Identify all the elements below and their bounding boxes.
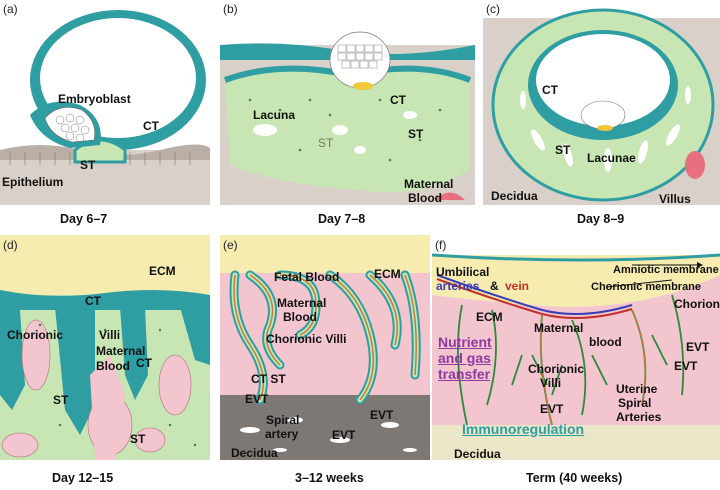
villi-label: Villi [540, 376, 562, 390]
maternal-label: Maternal [96, 344, 146, 358]
panel-a: (a) Embryoblast CT ST Epithelium Day 6–7 [0, 0, 210, 235]
spiral-label: Spiral [266, 413, 300, 427]
villi-label: Villi [99, 328, 121, 342]
nutrient-label-2: and gas [438, 350, 491, 366]
chorionic-label: Chorionic [528, 362, 584, 376]
panel-e-caption: 3–12 weeks [295, 471, 364, 485]
evt-label-3: EVT [332, 428, 356, 442]
st-label-2: ST [408, 127, 424, 141]
evt-label-1: EVT [686, 340, 710, 354]
panel-e-tag: (e) [223, 238, 238, 252]
artery-label: artery [265, 427, 299, 441]
vein-label: vein [505, 279, 530, 293]
panel-a-illustration [0, 10, 210, 205]
blood-label: Blood [408, 191, 442, 205]
panel-f-caption: Term (40 weeks) [526, 471, 623, 485]
ecm-label: ECM [476, 310, 503, 324]
embryoblast-label: Embryoblast [58, 92, 131, 106]
blood-label: Blood [283, 310, 317, 324]
maternal-label: Maternal [534, 321, 584, 335]
st-label-1: ST [53, 393, 69, 407]
chorionic-label: Chorionic [7, 328, 63, 342]
maternal-label: Maternal [404, 177, 454, 191]
maternal-label: Maternal [277, 296, 327, 310]
panel-c-tag: (c) [486, 2, 500, 16]
villus-label: Villus [659, 192, 691, 206]
panel-b-illustration [220, 0, 475, 205]
st-label-1: ST [318, 136, 334, 150]
ct-label-1: CT [85, 294, 101, 308]
blood-label: blood [589, 335, 622, 349]
panel-b-caption: Day 7–8 [318, 212, 366, 226]
ecm-label: ECM [149, 264, 176, 278]
panel-a-caption: Day 6–7 [60, 212, 108, 226]
chorion-label: Chorion [674, 297, 720, 311]
ampersand-label: & [490, 279, 499, 293]
panel-e: (e) Fetal Blood ECM Maternal Blood Chori… [220, 235, 430, 490]
evt-label-1: EVT [245, 392, 269, 406]
uterine-label: Uterine [616, 382, 658, 396]
arteries-label: arteries [436, 279, 480, 293]
chorionic-villi-label: Chorionic Villi [266, 332, 347, 346]
decidua-label: Decidua [491, 189, 538, 203]
lacuna-label: Lacuna [253, 108, 296, 122]
panel-b-tag: (b) [223, 2, 238, 16]
evt-label-3: EVT [540, 402, 564, 416]
nutrient-label-3: transfer [438, 366, 491, 382]
decidua-label: Decidua [454, 447, 501, 461]
epithelium-label: Epithelium [2, 175, 64, 189]
umbilical-label: Umbilical [436, 265, 490, 279]
ct-label: CT [542, 83, 558, 97]
nutrient-label-1: Nutrient [438, 334, 492, 350]
immunoregulation-label: Immunoregulation [462, 421, 585, 437]
panel-f: (f) Umbilical arteries & vein Amniotic m… [432, 235, 720, 490]
panel-c: (c) CT ST Lacunae Decidua Villus Day 8–9 [483, 0, 720, 235]
ct-label-2: CT [136, 356, 152, 370]
panel-d-tag: (d) [3, 238, 18, 252]
panel-b: (b) Lacuna CT ST ST Maternal Blood Day 7… [220, 0, 475, 235]
st-label: ST [80, 158, 96, 172]
lacunae-label: Lacunae [587, 151, 636, 165]
evt-label-2: EVT [674, 359, 698, 373]
st-label-2: ST [130, 432, 146, 446]
arteries-label-2: Arteries [616, 410, 662, 424]
ct-st-label: CT ST [251, 372, 286, 386]
st-label: ST [555, 143, 571, 157]
panel-d-caption: Day 12–15 [52, 471, 114, 485]
panel-e-illustration [220, 235, 430, 460]
panel-d: (d) ECM CT Chorionic Villi Maternal Bloo… [0, 235, 210, 490]
panel-a-tag: (a) [3, 2, 18, 16]
panel-c-illustration [483, 8, 720, 205]
fetal-blood-label: Fetal Blood [274, 270, 340, 284]
chorionic-membrane-label: Chorionic membrane [591, 281, 702, 293]
amniotic-membrane-label: Amniotic membrane [613, 264, 719, 276]
evt-label-2: EVT [370, 408, 394, 422]
panel-d-illustration [0, 235, 210, 460]
panel-c-caption: Day 8–9 [577, 212, 625, 226]
ct-label: CT [143, 119, 159, 133]
ecm-label: ECM [374, 267, 401, 281]
panel-f-tag: (f) [435, 238, 447, 252]
panel-f-illustration [432, 235, 720, 460]
spiral-label: Spiral [618, 396, 652, 410]
ct-label: CT [390, 93, 406, 107]
blood-label: Blood [96, 359, 130, 373]
decidua-label: Decidua [231, 446, 278, 460]
